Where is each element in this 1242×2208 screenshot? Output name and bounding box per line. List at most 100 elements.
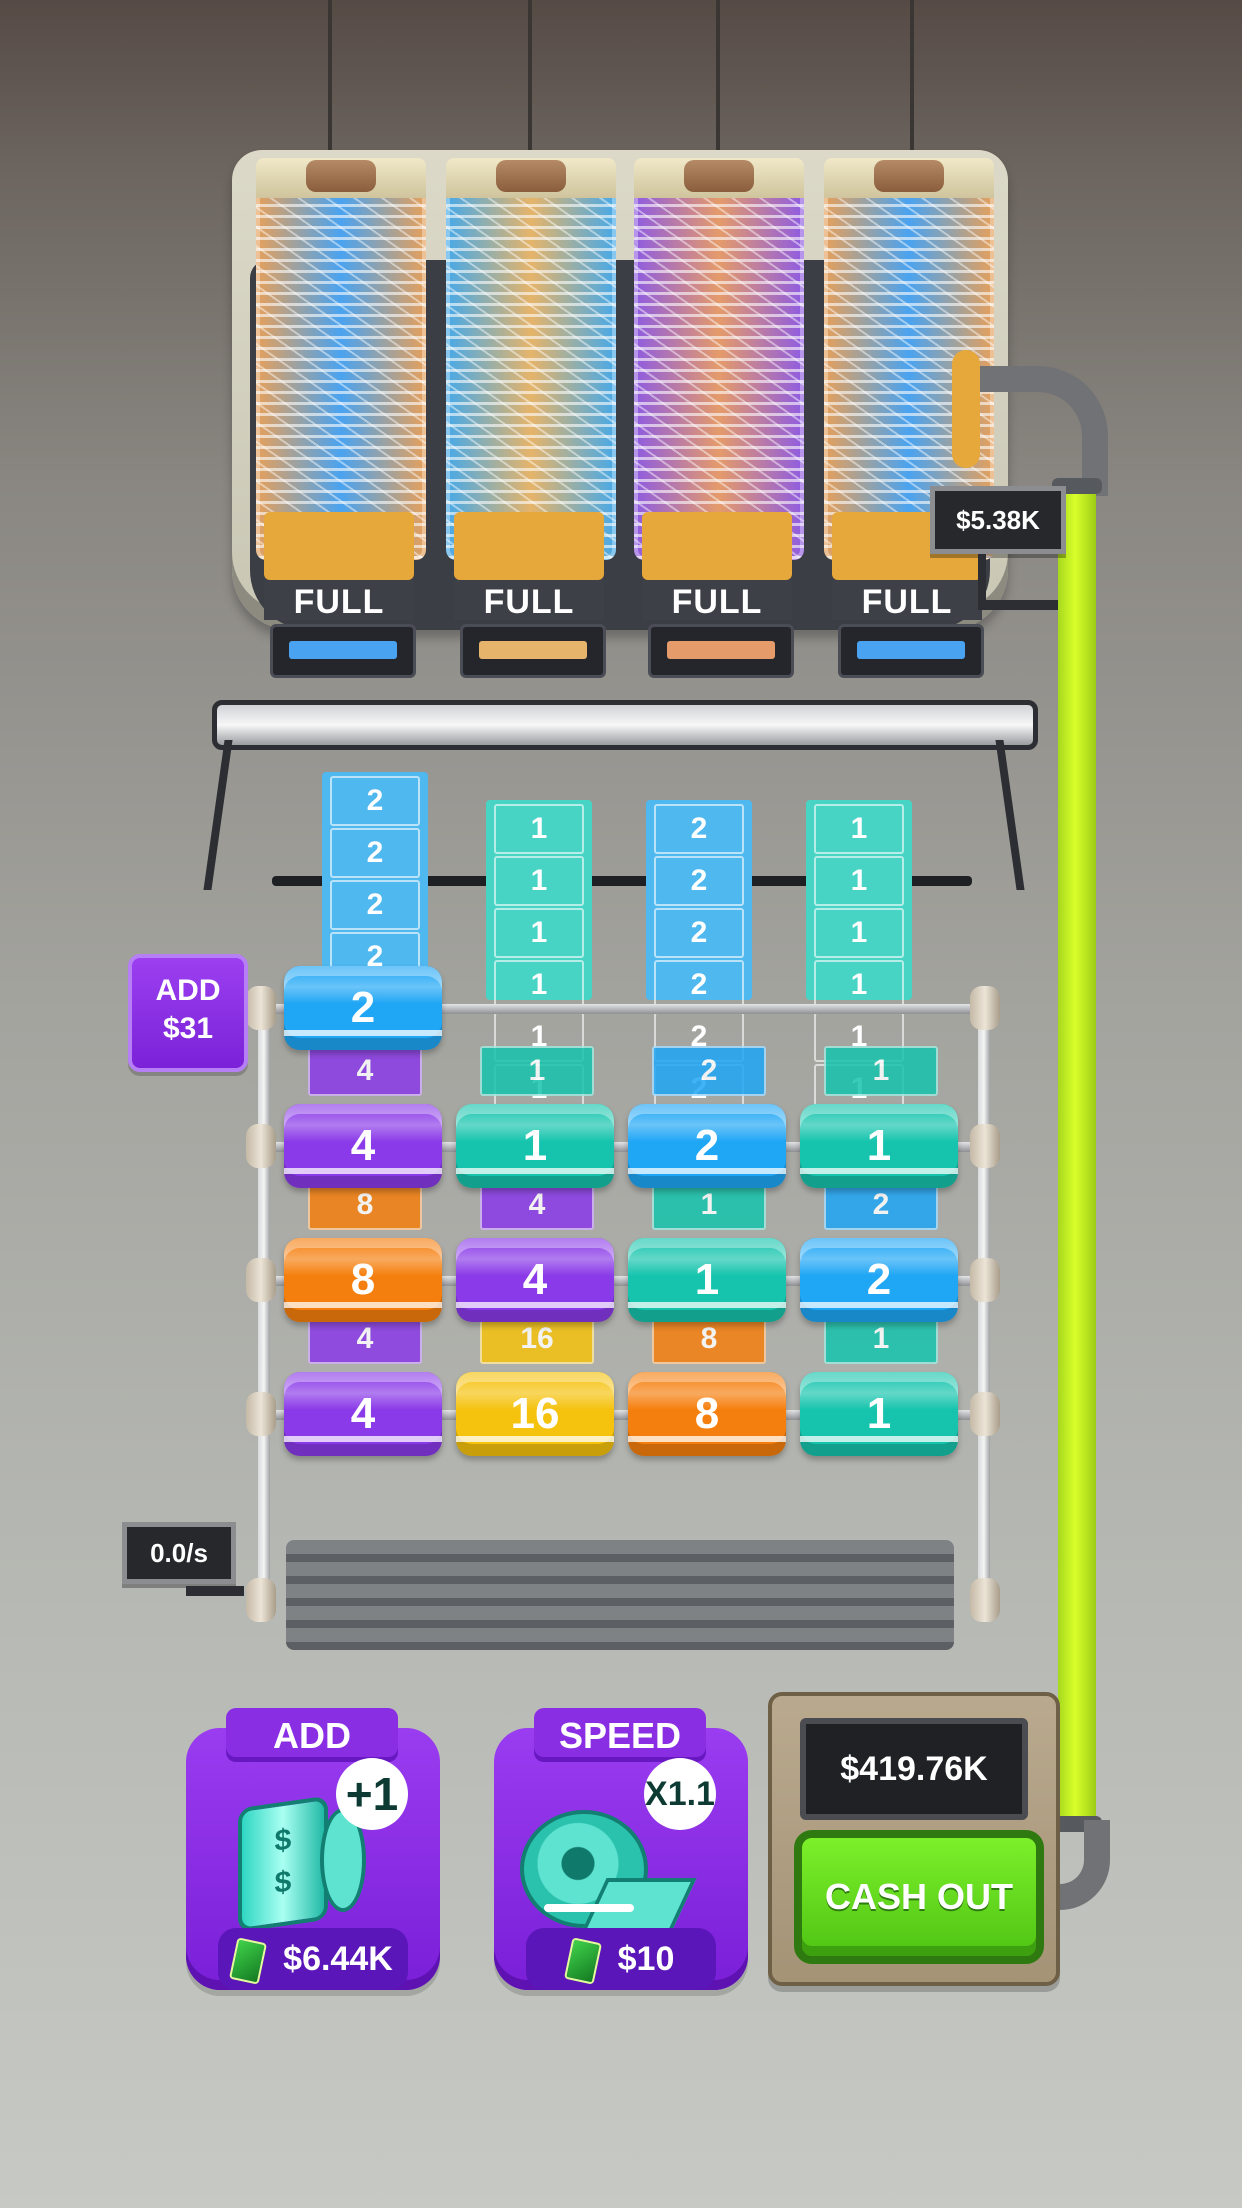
rack-post [258,1000,270,1620]
tag-bracket [978,554,986,608]
money-roll[interactable]: 8 [628,1372,786,1456]
output-conveyor [286,1540,954,1650]
bill-note: 2 [652,1046,766,1096]
rack-peg [246,1392,276,1436]
money-stack [256,160,426,560]
rack-peg [970,986,1000,1030]
roll-value: 4 [522,1255,548,1304]
rack-peg [246,1258,276,1302]
speed-button-title: SPEED [534,1708,706,1762]
rack-rod [252,1142,1000,1152]
tag-bracket [978,600,1058,610]
stack-knob [684,160,754,192]
roll-band [284,1302,442,1308]
money-roll[interactable]: 8 [284,1238,442,1322]
bill-note: 1 [814,960,904,1010]
money-belt: 222222 [646,800,752,1114]
cash-icon [563,1937,602,1985]
rack-rod [252,1276,1000,1286]
bill-note: 2 [654,804,744,854]
roll-band [284,1030,442,1036]
bill-note: 1 [652,1180,766,1230]
money-belt: 111111 [486,800,592,1114]
roll-value: 4 [350,1389,376,1438]
rack-peg [970,1258,1000,1302]
hanging-wire [528,0,532,160]
money-roll[interactable]: 2 [800,1238,958,1322]
money-roll[interactable]: 2 [284,966,442,1050]
speed-badge: X1.1 [644,1758,716,1830]
add-button[interactable]: ADD $ $ +1 $6.44K [186,1708,440,1990]
roll-value: 8 [694,1389,720,1438]
frame-strut [203,740,233,890]
bill-note: 1 [494,804,584,854]
money-roll[interactable]: 2 [628,1104,786,1188]
rack-post [978,1000,990,1620]
bill-note: 1 [494,856,584,906]
stack-knob [306,160,376,192]
money-roll[interactable]: 1 [456,1104,614,1188]
stack-tray [264,512,414,580]
rack-peg [970,1124,1000,1168]
machine-top-bar [212,700,1038,750]
roll-band [456,1168,614,1174]
money-roll[interactable]: 1 [800,1104,958,1188]
hanging-wire [328,0,332,160]
money-stack [446,160,616,560]
vault-value-display: $5.38K [930,486,1066,554]
add-roll-tag[interactable]: ADD $31 [128,954,248,1072]
add-button-title: ADD [226,1708,398,1762]
add-badge: +1 [336,1758,408,1830]
money-belt: 111111 [806,800,912,1114]
add-roll-title: ADD [155,974,221,1007]
cash-out-button[interactable]: CASH OUT [794,1830,1044,1964]
speed-button[interactable]: SPEED X1.1 $10 [494,1708,748,1990]
bill-note: 8 [308,1180,422,1230]
money-pipe [1058,484,1096,1824]
money-roll[interactable]: 16 [456,1372,614,1456]
roll-value: 8 [350,1255,376,1304]
bill-note: 1 [814,856,904,906]
bill-note: 4 [480,1180,594,1230]
money-stack [634,160,804,560]
rack-peg [246,1578,276,1622]
bill-note: 1 [480,1046,594,1096]
rack-peg [246,1124,276,1168]
roll-band [456,1436,614,1442]
full-label: FULL [264,580,414,621]
roll-value: 16 [510,1389,560,1438]
bill-slot [838,624,984,678]
roll-band [628,1302,786,1308]
money-roll[interactable]: 1 [800,1372,958,1456]
bill-note: 2 [654,856,744,906]
speed-price: $10 [617,1940,675,1978]
roll-band [800,1168,958,1174]
rack-rod [252,1410,1000,1420]
full-label: FULL [454,580,604,621]
add-price: $6.44K [283,1940,393,1978]
cash-out-panel: $419.76K CASH OUT [768,1692,1060,1986]
stack-tray [454,512,604,580]
money-roll[interactable]: 4 [456,1238,614,1322]
money-roll-icon: $ $ [238,1795,328,1933]
bill-note: 2 [330,828,420,878]
stack-knob [496,160,566,192]
roll-value: 1 [866,1121,892,1170]
stack-tray [642,512,792,580]
bill-note: 2 [330,776,420,826]
frame-crossbar [272,876,972,886]
roll-value: 4 [350,1121,376,1170]
pipe-outlet-ring [952,350,980,468]
bill-note: 1 [494,960,584,1010]
money-roll[interactable]: 4 [284,1104,442,1188]
full-label: FULL [832,580,982,621]
money-roll[interactable]: 4 [284,1372,442,1456]
balance-display: $419.76K [800,1718,1028,1820]
rack-rod [252,1004,1000,1014]
speed-price-bar: $10 [526,1928,716,1990]
bill-note: 1 [824,1314,938,1364]
roll-value: 1 [866,1389,892,1438]
bill-slot [460,624,606,678]
money-roll[interactable]: 1 [628,1238,786,1322]
